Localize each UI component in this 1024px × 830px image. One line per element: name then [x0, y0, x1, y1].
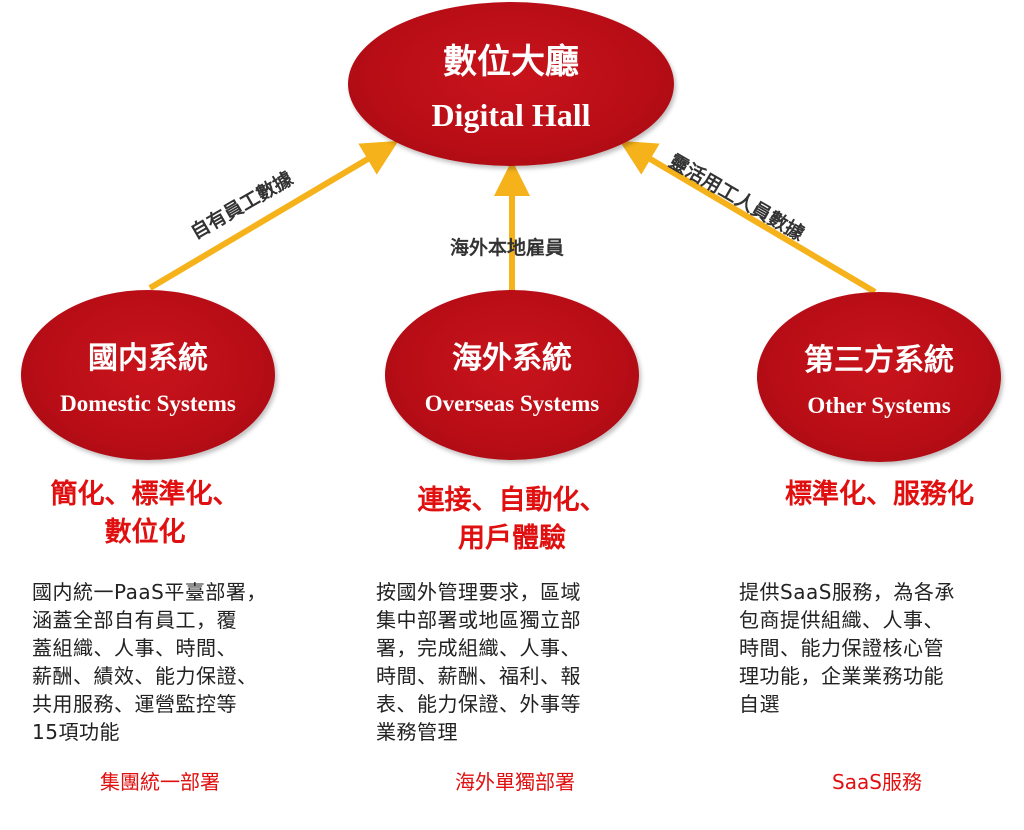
desc-line: 表、能力保證、外事等: [376, 692, 581, 716]
other-description: 提供SaaS服務，為各承 包商提供組織、人事、 時間、能力保證核心管 理功能，企…: [739, 578, 1019, 718]
desc-line: 按國外管理要求，區域: [376, 580, 581, 604]
slogan-line: 連接、自動化、: [417, 485, 607, 516]
slogan-line: 數位化: [104, 517, 186, 548]
domestic-description: 國内統一PaaS平臺部署， 涵蓋全部自有員工，覆 蓋組織、人事、時間、 薪酬、績…: [32, 578, 332, 746]
other-systems-ellipse: 第三方系統 Other Systems: [757, 292, 1001, 462]
desc-line: 理功能，企業業務功能: [739, 664, 944, 688]
arrow-right: [619, 140, 877, 295]
domestic-slogan: 簡化、標準化、 數位化: [15, 476, 275, 552]
system-title: 第三方系統: [804, 343, 954, 378]
slogan-line: 用戶體驗: [458, 523, 566, 554]
hub-title: 數位大廳: [443, 42, 579, 82]
other-slogan: 標準化、服務化: [747, 476, 1012, 514]
desc-line: 時間、薪酬、福利、報: [376, 664, 581, 688]
desc-line: 涵蓋全部自有員工，覆: [32, 608, 237, 632]
slogan-line: 標準化、服務化: [785, 479, 974, 510]
desc-line: 業務管理: [376, 720, 458, 744]
overseas-slogan: 連接、自動化、 用戶體驗: [378, 482, 646, 558]
domestic-footer: 集團統一部署: [100, 770, 220, 794]
overseas-systems-ellipse: 海外系統 Overseas Systems: [385, 290, 639, 460]
system-title: 海外系統: [452, 341, 572, 376]
system-subtitle: Other Systems: [807, 393, 951, 418]
desc-line: 包商提供組織、人事、: [739, 608, 944, 632]
domestic-systems-ellipse: 國内系統 Domestic Systems: [21, 290, 275, 460]
slogan-line: 簡化、標準化、: [50, 479, 240, 510]
desc-line: 15項功能: [32, 720, 120, 744]
desc-line: 薪酬、績效、能力保證、: [32, 664, 258, 688]
desc-line: 共用服務、運營監控等: [32, 692, 237, 716]
desc-line: 國内統一PaaS平臺部署，: [32, 580, 267, 604]
desc-line: 集中部署或地區獨立部: [376, 608, 581, 632]
overseas-description: 按國外管理要求，區域 集中部署或地區獨立部 署，完成組織、人事、 時間、薪酬、福…: [376, 578, 676, 746]
overseas-footer: 海外單獨部署: [455, 770, 575, 794]
digital-hall-ellipse: 數位大廳 Digital Hall: [348, 2, 674, 166]
desc-line: 蓋組織、人事、時間、: [32, 636, 237, 660]
desc-line: 自選: [739, 692, 780, 716]
other-footer: SaaS服務: [832, 770, 922, 794]
system-subtitle: Domestic Systems: [60, 391, 236, 416]
system-title: 國内系統: [88, 341, 208, 376]
desc-line: 署，完成組織、人事、: [376, 636, 581, 660]
arrow-label-center: 海外本地雇員: [450, 237, 565, 259]
desc-line: 時間、能力保證核心管: [739, 636, 944, 660]
system-subtitle: Overseas Systems: [424, 391, 600, 416]
arrow-left: [148, 140, 399, 291]
hub-subtitle: Digital Hall: [431, 97, 591, 133]
desc-line: 提供SaaS服務，為各承: [739, 580, 955, 604]
